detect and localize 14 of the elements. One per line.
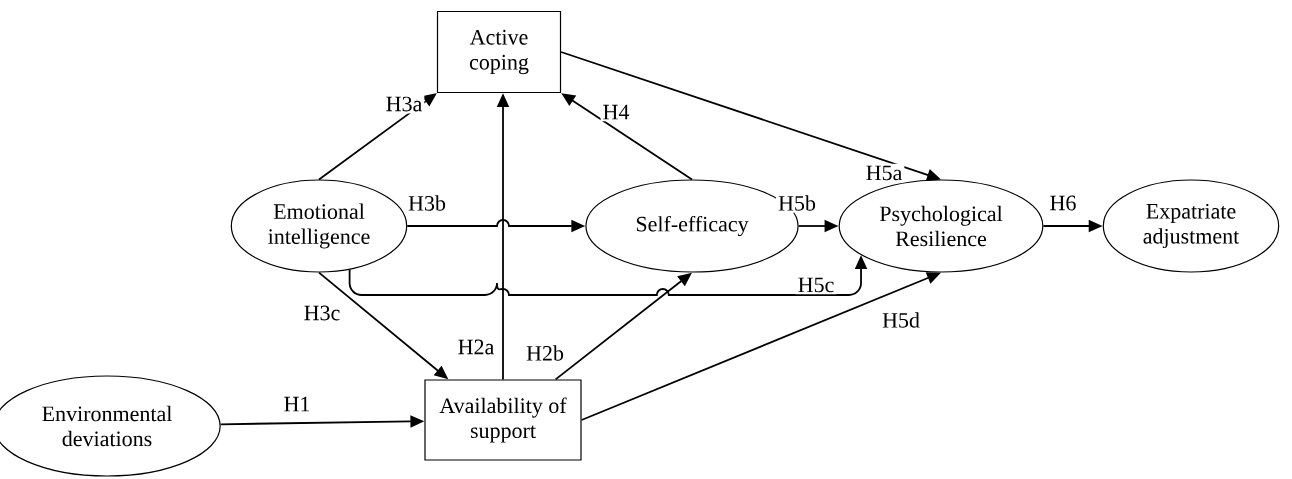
edge-label: H2a <box>455 337 497 357</box>
edge-label: H6 <box>1047 193 1079 213</box>
construct-box: Active coping <box>436 10 562 94</box>
edge-label: H3b <box>406 193 448 213</box>
edge-label: H1 <box>281 394 313 414</box>
edge-label: H5c <box>795 275 837 295</box>
construct-box: Availability of support <box>424 379 582 461</box>
edge-label: H2b <box>524 343 566 363</box>
edge-label: H3c <box>301 303 343 323</box>
edge-label: H4 <box>600 102 632 122</box>
edge-label: H5d <box>880 310 922 330</box>
edge-label: H5b <box>776 193 818 213</box>
edge-label: H5a <box>863 163 905 183</box>
edge-label: H3a <box>383 94 425 114</box>
